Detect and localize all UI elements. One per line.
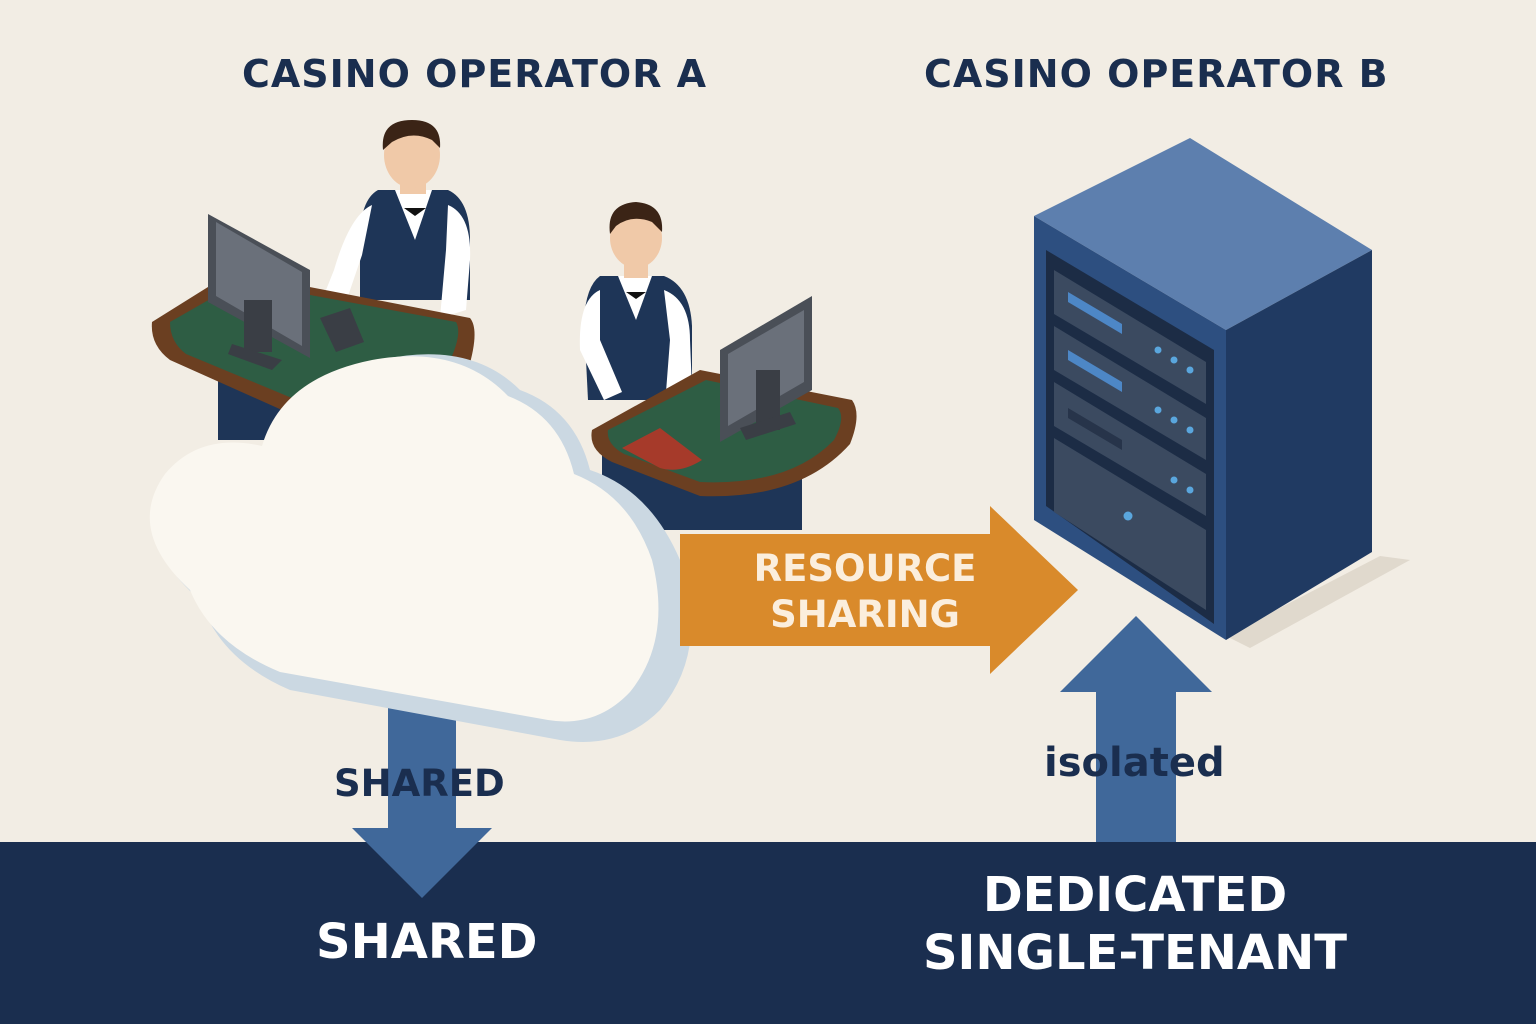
footer-dedicated-line1: DEDICATED <box>982 867 1288 923</box>
isolated-arrow-label: isolated <box>1044 740 1225 786</box>
server-unit <box>1054 270 1206 404</box>
server-unit <box>1054 438 1206 610</box>
shared-arrow-label: SHARED <box>334 762 505 805</box>
cloud-icon <box>149 354 692 742</box>
operator-a-title: CASINO OPERATOR A <box>242 52 708 96</box>
server-unit <box>1054 382 1206 516</box>
resource-sharing-arrow <box>680 506 1078 674</box>
isolated-up-arrow <box>1060 616 1212 842</box>
dealer-a-icon <box>322 120 471 318</box>
resource-sharing-line2: SHARING <box>770 593 960 636</box>
server-rack-icon <box>1034 138 1410 648</box>
server-unit <box>1054 326 1206 460</box>
monitor-b-icon <box>720 296 812 442</box>
dealer-b-icon <box>579 202 692 400</box>
resource-sharing-line1: RESOURCE <box>753 547 977 590</box>
operator-b-station <box>579 202 857 530</box>
footer-dedicated-line2: SINGLE-TENANT <box>922 925 1347 981</box>
monitor-a-icon <box>208 214 364 370</box>
footer-dedicated-label: DEDICATED SINGLE-TENANT <box>900 866 1370 982</box>
operator-b-title: CASINO OPERATOR B <box>924 52 1389 96</box>
footer-shared-label: SHARED <box>316 914 538 970</box>
footer-band <box>0 842 1536 1024</box>
resource-sharing-label: RESOURCE SHARING <box>700 546 1030 638</box>
